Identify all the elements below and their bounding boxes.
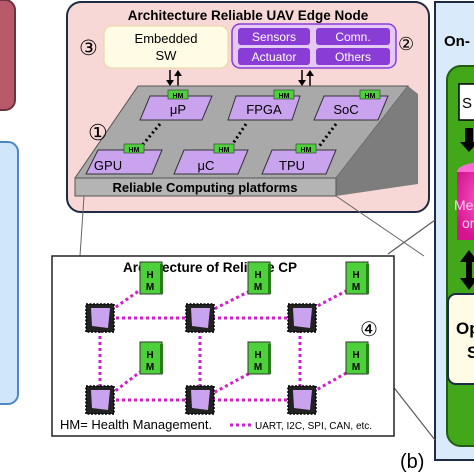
hm-badge-label: HM bbox=[173, 93, 184, 100]
embedded-sw-box bbox=[103, 25, 229, 69]
hm-badge bbox=[167, 89, 189, 100]
io-box-actuator bbox=[238, 48, 310, 65]
hm-module: H M bbox=[247, 261, 271, 295]
platform-label-bar bbox=[74, 177, 337, 197]
hm-label-m: M bbox=[352, 362, 360, 373]
right-panel-title: On- bbox=[444, 33, 470, 50]
platform-slab-side bbox=[336, 86, 418, 196]
right-panel: On- S Mer or Op S bbox=[434, 1, 474, 461]
hm-label-h: H bbox=[352, 270, 359, 281]
right-op-box bbox=[447, 293, 474, 385]
io-box-others bbox=[316, 48, 390, 65]
processor-chip bbox=[185, 303, 215, 333]
embedded-sw-line1: Embedded bbox=[135, 31, 198, 46]
marker-one: ① bbox=[88, 120, 108, 145]
right-op-line1: Op bbox=[456, 319, 474, 338]
processor-chip bbox=[85, 303, 115, 333]
chip-uc: HM μC bbox=[173, 143, 249, 175]
figure-caption: (b) bbox=[400, 451, 424, 473]
processor-chip bbox=[85, 385, 115, 415]
hm-label-h: H bbox=[254, 270, 261, 281]
marker-two: ② bbox=[398, 34, 414, 54]
hm-badge-label: HM bbox=[129, 147, 140, 154]
edge-node-panel: Architecture Reliable UAV Edge Node ③ Em… bbox=[66, 1, 430, 213]
hm-module: H M bbox=[345, 341, 369, 375]
hm-label-h: H bbox=[254, 350, 261, 361]
io-box-sensors bbox=[238, 28, 310, 45]
hm-label-h: H bbox=[146, 350, 153, 361]
hm-label-m: M bbox=[146, 362, 154, 373]
hm-badge-label: HM bbox=[301, 147, 312, 154]
right-op-line2: S bbox=[467, 343, 474, 362]
chip-label-soc: SoC bbox=[333, 102, 358, 117]
hm-label-m: M bbox=[254, 362, 262, 373]
left-red-panel bbox=[0, 0, 16, 111]
chip-tpu: HM TPU bbox=[261, 143, 337, 175]
memory-cylinder bbox=[457, 172, 474, 240]
io-label-comn: Comn. bbox=[335, 30, 370, 44]
chip-label-fpga: FPGA bbox=[246, 102, 282, 117]
platform-label: Reliable Computing platforms bbox=[113, 180, 298, 195]
bus-dots bbox=[316, 123, 338, 149]
hm-label-m: M bbox=[352, 282, 360, 293]
link-legend: UART, I2C, SPI, CAN, etc. bbox=[255, 421, 372, 432]
chip-label-up: μP bbox=[170, 102, 186, 117]
io-box-comn bbox=[316, 28, 390, 45]
double-arrow-icon bbox=[460, 250, 474, 290]
hm-badge bbox=[213, 143, 235, 154]
zoom-line-left bbox=[79, 195, 85, 257]
hm-module: H M bbox=[345, 261, 369, 295]
memory-label-line2: or bbox=[462, 215, 474, 231]
hm-label-h: H bbox=[146, 270, 153, 281]
io-label-actuator: Actuator bbox=[252, 50, 297, 64]
hm-module: H M bbox=[247, 341, 271, 375]
hm-badge bbox=[123, 143, 145, 154]
hm-badge-label: HM bbox=[219, 147, 230, 154]
processor-chip bbox=[287, 385, 317, 415]
processor-chip bbox=[287, 303, 317, 333]
hm-label-h: H bbox=[352, 350, 359, 361]
hm-legend: HM= Health Management. bbox=[60, 417, 212, 432]
chip-label-tpu: TPU bbox=[279, 158, 305, 173]
arrow-down-icon bbox=[460, 128, 474, 152]
reliable-cp-panel: Architecture of Reliable CP H M bbox=[51, 255, 395, 437]
memory-label-line1: Mer bbox=[454, 197, 474, 213]
hm-badge-label: HM bbox=[365, 93, 376, 100]
hm-module: H M bbox=[139, 261, 163, 295]
right-s-box bbox=[458, 83, 474, 121]
marker-four: ④ bbox=[360, 319, 378, 341]
chip-gpu: HM GPU bbox=[85, 143, 163, 175]
marker-three: ③ bbox=[79, 37, 98, 60]
io-arrows-icon bbox=[298, 70, 314, 86]
sw-arrows-icon bbox=[166, 70, 182, 86]
zoom-line-right bbox=[335, 195, 425, 257]
io-label-sensors: Sensors bbox=[252, 30, 296, 44]
connector-line-lower bbox=[387, 379, 436, 441]
hm-badge bbox=[295, 143, 317, 154]
hm-label-m: M bbox=[254, 282, 262, 293]
left-blue-panel bbox=[0, 141, 19, 405]
chip-soc: HM SoC bbox=[313, 89, 389, 121]
io-label-others: Others bbox=[335, 50, 371, 64]
hm-badge-label: HM bbox=[279, 93, 290, 100]
chip-up: HM μP bbox=[139, 89, 213, 121]
edge-node-title: Architecture Reliable UAV Edge Node bbox=[128, 8, 369, 23]
hm-badge bbox=[273, 89, 295, 100]
processor-chip bbox=[185, 385, 215, 415]
hm-module: H M bbox=[139, 341, 163, 375]
hm-badge bbox=[359, 89, 381, 100]
hm-label-m: M bbox=[146, 282, 154, 293]
chip-label-gpu: GPU bbox=[94, 158, 122, 173]
chip-label-uc: μC bbox=[198, 158, 215, 173]
embedded-sw-line2: SW bbox=[156, 48, 178, 63]
connector-line-upper bbox=[387, 219, 436, 255]
chip-fpga: HM FPGA bbox=[227, 89, 301, 121]
right-s-label: S bbox=[462, 95, 472, 112]
